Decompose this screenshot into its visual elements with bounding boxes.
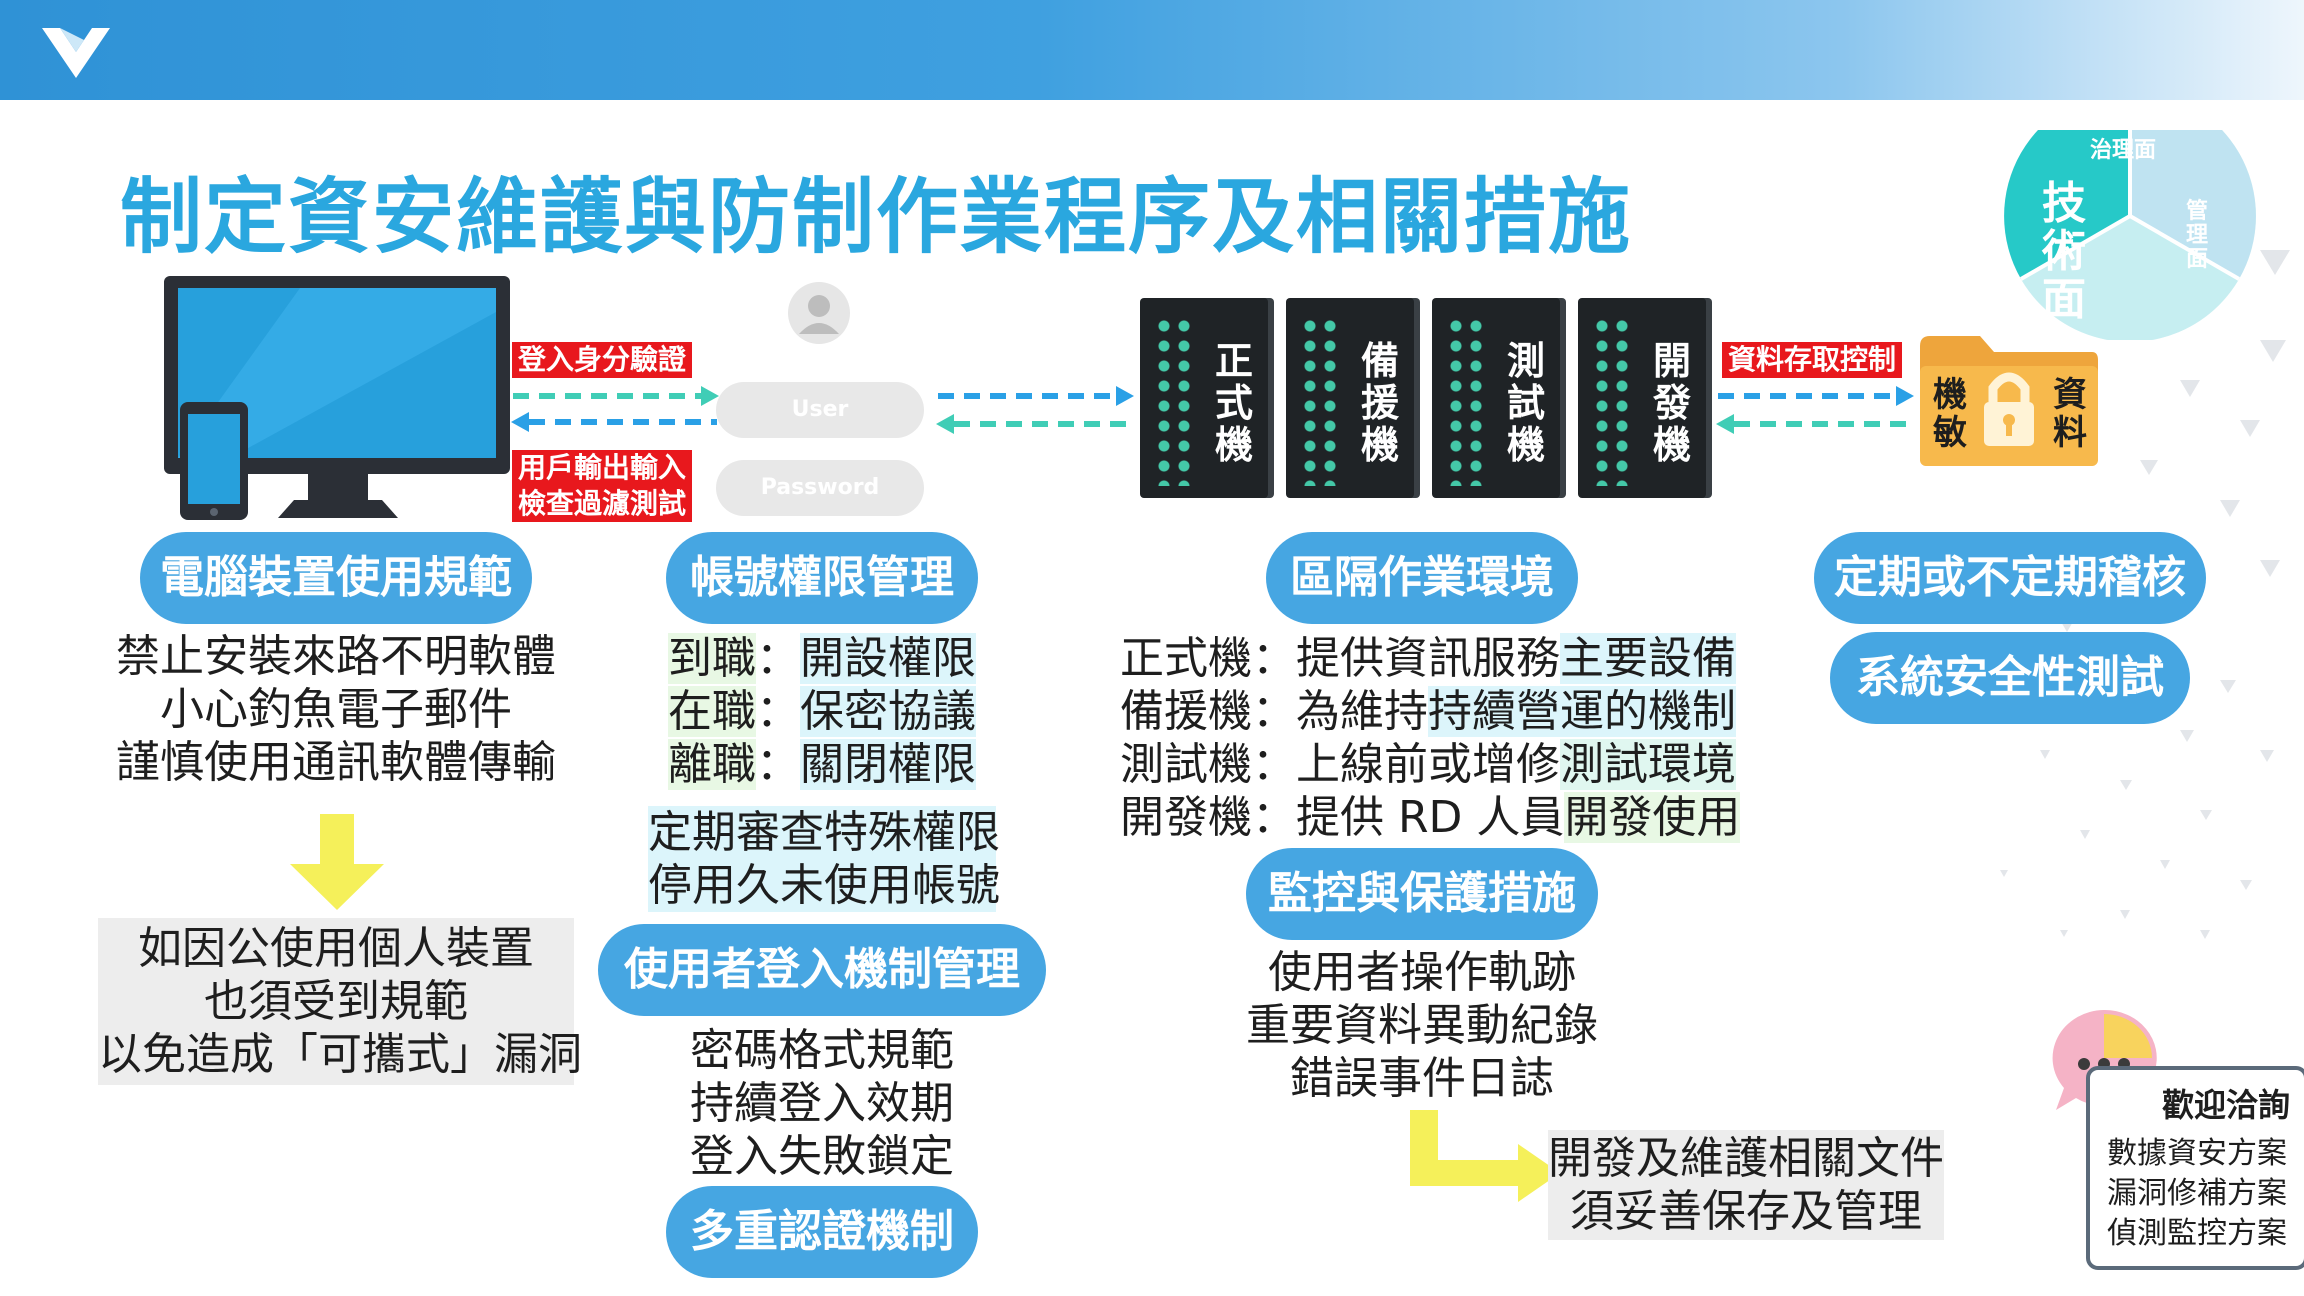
- auth-arrows-icon: [511, 386, 719, 432]
- personal-device-box: 如因公使用個人裝置 也須受到規範 以免造成「可攜式」漏洞: [98, 918, 582, 1085]
- review-box: 定期審查特殊權限 停用久未使用帳號: [648, 806, 1000, 912]
- role-key: 離職: [668, 739, 756, 790]
- down-arrow-icon: [290, 814, 384, 910]
- list-item: 登入失敗鎖定: [690, 1131, 954, 1182]
- pill-environment: 區隔作業環境: [1266, 532, 1578, 624]
- list-item: 錯誤事件日誌: [1290, 1053, 1554, 1104]
- server-label: 開發機: [1652, 339, 1691, 467]
- wheel-segment-tech: 技術面: [2042, 178, 2086, 325]
- list-item: 開發機：提供 RD 人員開發使用: [1120, 792, 1741, 843]
- list-item: 漏洞修補方案: [2107, 1176, 2287, 1211]
- list-item: 小心釣魚電子郵件: [160, 684, 512, 735]
- server-production: 正式機: [1140, 298, 1268, 498]
- folder-label-left: 機敏: [1933, 375, 1967, 453]
- computer-icon: [164, 276, 510, 520]
- io-check-label-line2: 檢查過濾測試: [512, 486, 693, 522]
- env-value: 為維持: [1296, 686, 1428, 737]
- pill-security-test: 系統安全性測試: [1830, 632, 2190, 724]
- env-value: 上線前或增修: [1296, 739, 1560, 790]
- list-item: 定期審查特殊權限: [648, 807, 1000, 858]
- server-testing: 測試機: [1432, 298, 1560, 498]
- environment-list: 正式機：提供資訊服務主要設備 備援機：為維持持續營運的機制 測試機：上線前或增修…: [1120, 632, 1741, 844]
- env-highlight: 測試環境: [1560, 739, 1736, 790]
- env-highlight: 持續營運的機制: [1428, 686, 1736, 737]
- data-access-label: 資料存取控制: [1722, 342, 1903, 378]
- list-item: 離職：關閉權限: [668, 739, 976, 790]
- server-label: 測試機: [1506, 339, 1545, 467]
- role-list: 到職：開設權限 在職：保密協議 離職：關閉權限: [668, 632, 976, 791]
- role-key: 到職: [668, 633, 756, 684]
- list-item: 禁止安裝來路不明軟體: [116, 631, 556, 682]
- list-item: 密碼格式規範: [690, 1025, 954, 1076]
- env-highlight: 開發使用: [1564, 792, 1741, 843]
- env-key: 備援機: [1120, 686, 1252, 737]
- env-key: 開發機: [1120, 792, 1252, 843]
- device-rules-list: 禁止安裝來路不明軟體 小心釣魚電子郵件 謹慎使用通訊軟體傳輸: [80, 630, 592, 789]
- top-banner: [0, 0, 2304, 100]
- list-item: 測試機：上線前或增修測試環境: [1120, 739, 1736, 790]
- list-item: 謹慎使用通訊軟體傳輸: [116, 737, 556, 788]
- consult-list: 數據資安方案 漏洞修補方案 偵測監控方案: [2090, 1134, 2304, 1254]
- elbow-arrow-icon: [1410, 1110, 1560, 1202]
- list-item: 開發及維護相關文件: [1548, 1133, 1944, 1184]
- data-arrows-icon: [1716, 386, 1914, 434]
- aspect-wheel: [2004, 130, 2256, 340]
- role-value: 開設權限: [800, 633, 976, 684]
- env-value: 提供資訊服務: [1296, 633, 1560, 684]
- wheel-segment-management: 管理面: [2185, 199, 2208, 272]
- page-title: 制定資安維護與防制作業程序及相關措施: [120, 170, 1633, 265]
- env-key: 測試機: [1120, 739, 1252, 790]
- documents-box: 開發及維護相關文件 須妥善保存及管理: [1548, 1130, 1944, 1240]
- list-item: 持續登入效期: [690, 1078, 954, 1129]
- list-item: 到職：開設權限: [668, 633, 976, 684]
- list-item: 備援機：為維持持續營運的機制: [1120, 686, 1736, 737]
- monitoring-list: 使用者操作軌跡 重要資料異動紀錄 錯誤事件日誌: [1222, 946, 1622, 1105]
- pill-audit: 定期或不定期稽核: [1814, 532, 2206, 624]
- list-item: 數據資安方案: [2107, 1136, 2287, 1171]
- folder-label-right: 資料: [2053, 375, 2087, 453]
- list-item: 停用久未使用帳號: [648, 860, 1000, 911]
- pill-monitoring: 監控與保護措施: [1246, 848, 1598, 940]
- pill-login-mechanism: 使用者登入機制管理: [598, 924, 1046, 1016]
- list-item: 以免造成「可攜式」漏洞: [98, 1029, 582, 1080]
- user-input[interactable]: User: [716, 382, 924, 438]
- wheel-segment-governance: 治理面: [2090, 138, 2157, 163]
- list-item: 須妥善保存及管理: [1570, 1186, 1922, 1237]
- server-arrows-icon: [936, 386, 1134, 434]
- login-rules-list: 密碼格式規範 持續登入效期 登入失敗鎖定: [622, 1024, 1022, 1183]
- pill-mfa: 多重認證機制: [666, 1186, 978, 1278]
- io-check-label-line1: 用戶輸出輸入: [512, 450, 693, 486]
- list-item: 如因公使用個人裝置: [138, 923, 534, 974]
- server-development: 開發機: [1578, 298, 1706, 498]
- list-item: 正式機：提供資訊服務主要設備: [1120, 633, 1736, 684]
- server-label: 正式機: [1214, 339, 1253, 467]
- list-item: 偵測監控方案: [2107, 1216, 2287, 1251]
- pill-account-permission: 帳號權限管理: [666, 532, 978, 624]
- list-item: 使用者操作軌跡: [1268, 947, 1576, 998]
- password-input[interactable]: Password: [716, 460, 924, 516]
- role-key: 在職: [668, 686, 756, 737]
- folder-lock-icon: [1920, 336, 2098, 466]
- consult-box: 歡迎洽詢 數據資安方案 漏洞修補方案 偵測監控方案: [2086, 1066, 2304, 1270]
- consult-title: 歡迎洽詢: [2162, 1086, 2291, 1124]
- brand-logo-icon: [42, 28, 110, 78]
- list-item: 重要資料異動紀錄: [1246, 1000, 1598, 1051]
- role-value: 關閉權限: [800, 739, 976, 790]
- list-item: 在職：保密協議: [668, 686, 976, 737]
- env-value: 提供 RD 人員: [1296, 792, 1565, 843]
- role-value: 保密協議: [800, 686, 976, 737]
- user-avatar-icon: [788, 282, 850, 344]
- server-label: 備援機: [1360, 339, 1399, 467]
- pill-device-rules: 電腦裝置使用規範: [140, 532, 532, 624]
- env-highlight: 主要設備: [1560, 633, 1736, 684]
- env-key: 正式機: [1120, 633, 1252, 684]
- server-backup: 備援機: [1286, 298, 1414, 498]
- list-item: 也須受到規範: [204, 976, 468, 1027]
- auth-label: 登入身分驗證: [512, 342, 693, 378]
